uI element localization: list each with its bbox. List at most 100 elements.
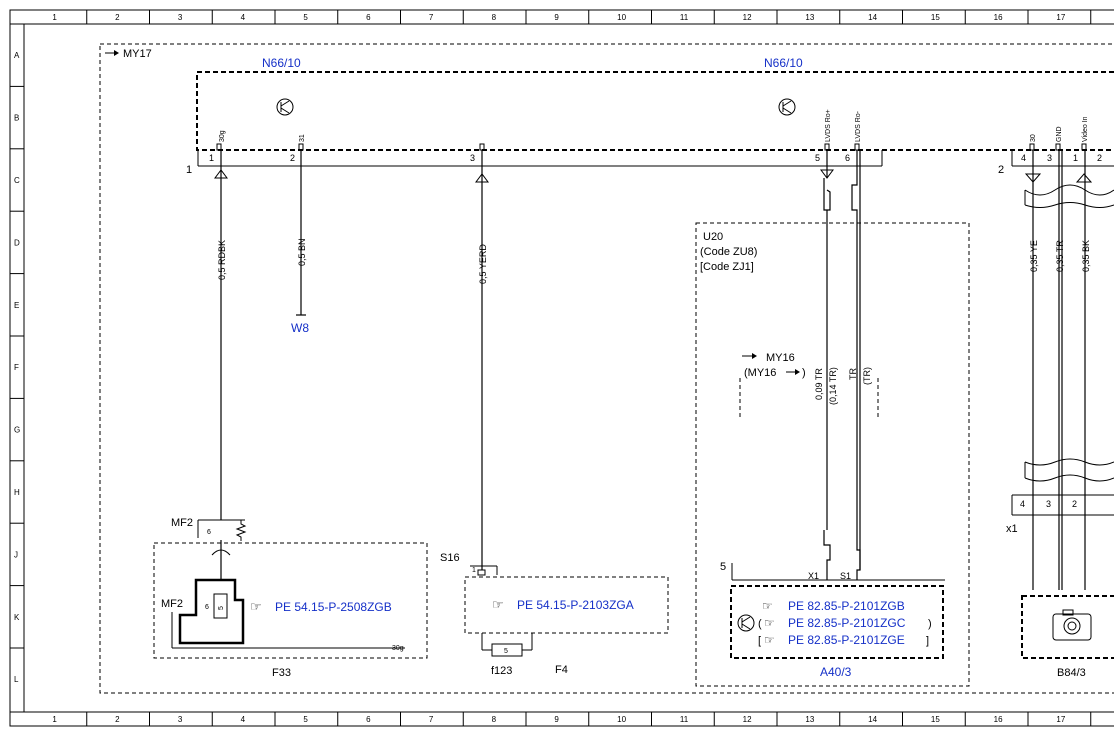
row-letter: K [14,613,20,622]
row-letter: A [14,51,20,60]
pin-lvds-plus: LVDS Ro+ [825,109,832,142]
ground-arrow-icon [1075,173,1093,183]
column-number: 9 [554,13,559,22]
row-letter: D [14,238,20,247]
a40-close-bracket: ] [926,635,929,647]
f4-label: F4 [555,664,568,676]
wire-bn: 0,5 BN [297,238,307,266]
row-letter: J [14,550,18,559]
u20-region [695,222,970,687]
wire-rdbk: 0,5 RDBK [217,240,227,280]
a40-ref-1[interactable]: PE 82.85-P-2101ZGB [788,599,905,613]
pin-30g: 30g [219,130,226,142]
f33-fuse [213,593,228,619]
column-number: 12 [743,13,752,22]
arrow-right-icon [742,353,757,359]
column-number: 6 [366,13,371,22]
r-pin-3: 3 [1047,153,1052,163]
column-number: 4 [241,13,246,22]
f33-30g: 30g [392,645,404,652]
column-number: 12 [743,715,752,724]
column-number: 9 [554,715,559,724]
f33-pin-6b: 6 [205,604,209,611]
n-pin-5: 5 [815,153,820,163]
my16-paren: (MY16 [744,367,776,379]
column-number: 4 [241,715,246,724]
pointing-hand-icon: ☞ [250,599,262,614]
wire-yerd: 0,5 YERD [478,244,488,284]
f4-ref[interactable]: PE 54.15-P-2103ZGA [517,598,634,612]
s16-pin-1: 1 [472,567,476,574]
column-ruler-bottom: 123456789101112131415161718 [52,712,1092,726]
f123-label: f123 [491,665,512,677]
r-pin-2: 2 [1097,153,1102,163]
n-pin-6: 6 [845,153,850,163]
column-number: 16 [994,13,1003,22]
camera-icon [1052,609,1092,641]
pin-30: 30 [1030,134,1037,142]
column-number: 10 [617,715,626,724]
wire-tr: 0,35 TR [1055,240,1065,272]
w8-label: W8 [291,321,309,335]
b84-label: B84/3 [1057,667,1086,679]
n-pin-2: 2 [290,153,295,163]
transistor-icon [276,98,294,116]
column-number: 8 [492,715,497,724]
column-number: 7 [429,13,434,22]
column-number: 11 [680,715,689,724]
b84-module [1021,595,1114,659]
pointing-hand-icon: ☞ [762,599,773,613]
column-ruler-top: 123456789101112131415161718 [52,10,1092,24]
n66-module-box [196,71,1114,151]
mf2-top-label: MF2 [171,517,193,529]
pin-lvds-minus: LVDS Ro- [855,110,862,142]
wire-lvds-2b: (TR) [862,367,872,385]
code-zj1: [Code ZJ1] [700,261,754,273]
column-number: 2 [115,715,120,724]
column-number: 2 [115,13,120,22]
b-pin-4: 4 [1020,499,1025,509]
column-number: 17 [1056,13,1065,22]
column-number: 10 [617,13,626,22]
column-number: 15 [931,13,940,22]
pin-31: 31 [299,134,306,142]
f4-region [464,576,669,634]
a40-close-paren: ) [928,618,932,630]
pointing-hand-icon: ☞ [764,633,775,647]
column-number: 8 [492,13,497,22]
row-letter: C [14,176,20,185]
f123-pin-5: 5 [504,648,508,655]
column-number: 3 [178,715,183,724]
row-letter: H [14,488,20,497]
a40-conn-5: 5 [720,561,726,573]
column-number: 14 [868,715,877,724]
pin-video-in: Video In [1082,116,1089,142]
wire-ye: 0,35 YE [1029,240,1039,272]
wire-bk: 0,35 BK [1081,240,1091,272]
n-pin-1: 1 [209,153,214,163]
column-number: 13 [805,13,814,22]
transistor-icon [778,98,796,116]
f33-component [178,578,245,645]
arrow-right-icon [105,50,119,56]
row-letter: L [14,675,19,684]
column-number: 13 [805,715,814,724]
pointing-hand-icon: ☞ [764,616,775,630]
wire-lvds-1: 0,09 TR [814,368,824,400]
s1-conn: S1 [840,571,851,581]
my17-region [99,43,1114,694]
f33-ref[interactable]: PE 54.15-P-2508ZGB [275,600,392,614]
x1-label: x1 [1006,523,1018,535]
r-pin-1: 1 [1073,153,1078,163]
a40-ref-2[interactable]: PE 82.85-P-2101ZGC [788,616,906,630]
a40-module [730,585,944,659]
arrow-right-icon [786,369,800,375]
f33-pin-6: 6 [207,529,211,536]
column-number: 7 [429,715,434,724]
a40-ref-3[interactable]: PE 82.85-P-2101ZGE [788,633,905,647]
wire-lvds-1b: (0,14 TR) [828,367,838,405]
s16-label: S16 [440,552,460,564]
column-number: 17 [1056,715,1065,724]
